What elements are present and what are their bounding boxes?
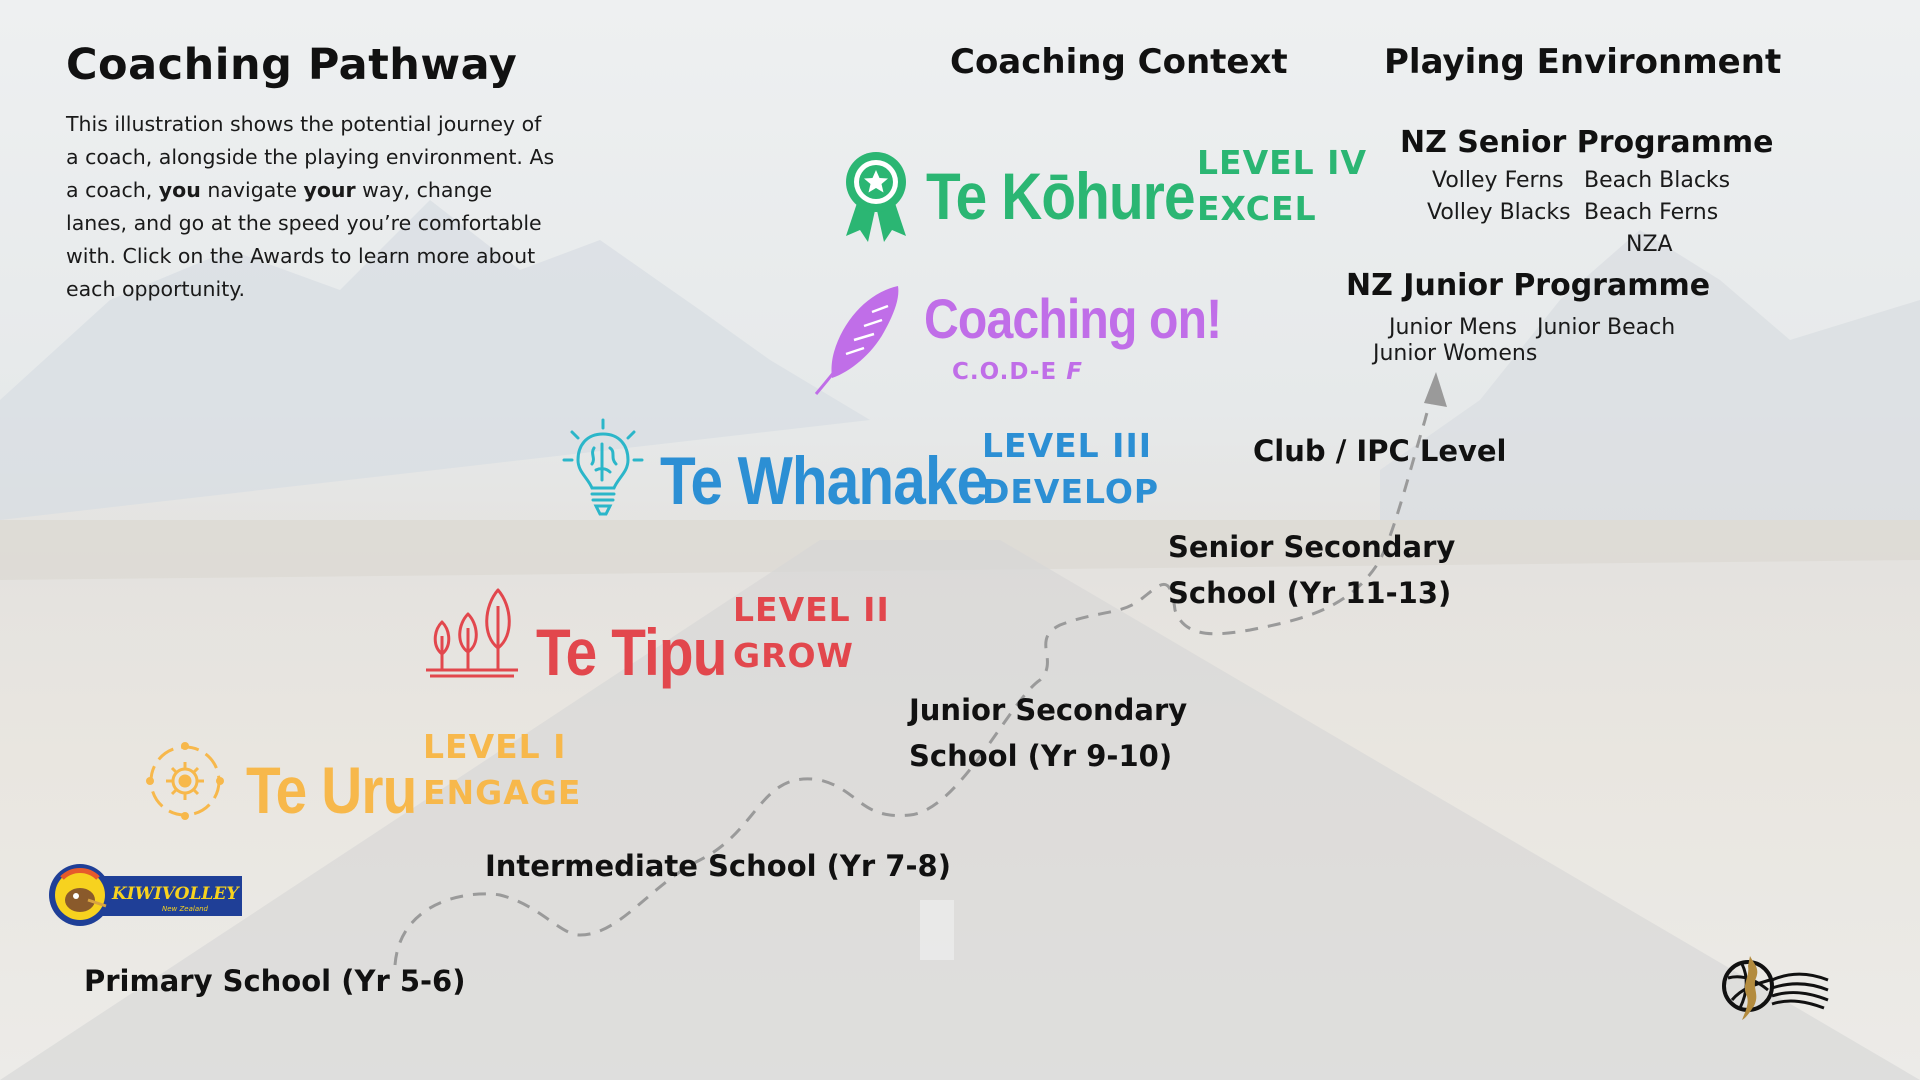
team-beach-blacks: Beach Blacks xyxy=(1584,168,1731,193)
level-label: LEVEL II xyxy=(733,590,890,629)
team-beach-ferns: Beach Ferns xyxy=(1584,200,1719,225)
award-te-kohure-level: LEVEL IV EXCEL xyxy=(1197,140,1367,232)
kiwivolley-logo-text: KIWIVOLLEY xyxy=(111,884,240,904)
award-te-tipu-level: LEVEL II GROW xyxy=(733,587,890,679)
award-coaching-on[interactable]: Coaching on! xyxy=(924,287,1222,350)
award-te-tipu[interactable]: Te Tipu xyxy=(536,615,727,689)
intro-text: navigate xyxy=(200,178,304,202)
gear-icon[interactable] xyxy=(144,740,226,822)
level-label: LEVEL IV xyxy=(1197,143,1367,182)
stage-line: Senior Secondary xyxy=(1168,530,1456,564)
intro-text: This illustration shows the potential jo… xyxy=(66,112,555,202)
playing-environment-heading: Playing Environment xyxy=(1384,42,1782,82)
kiwivolley-logo-sub: New Zealand xyxy=(162,905,209,913)
stage-line: School (Yr 9-10) xyxy=(909,739,1173,773)
nz-senior-programme-heading: NZ Senior Programme xyxy=(1400,125,1774,160)
team-volley-blacks: Volley Blacks xyxy=(1427,200,1571,225)
volleyball-nz-logo xyxy=(1722,956,1829,1020)
stage-intermediate-school: Intermediate School (Yr 7-8) xyxy=(485,849,951,883)
level-label: LEVEL I xyxy=(423,727,567,766)
stage-junior-secondary: Junior Secondary School (Yr 9-10) xyxy=(909,687,1187,779)
level-tag: DEVELOP xyxy=(982,472,1160,511)
award-te-uru[interactable]: Te Uru xyxy=(246,753,417,827)
intro-emphasis: your xyxy=(303,178,356,202)
award-te-whanake-level: LEVEL III DEVELOP xyxy=(982,423,1159,515)
kiwivolley-logo: KIWIVOLLEY New Zealand xyxy=(49,864,242,926)
award-te-kohure[interactable]: Te Kōhure xyxy=(926,159,1196,233)
intro-text: way, change lanes, and go at the speed y… xyxy=(66,178,542,301)
award-te-uru-level: LEVEL I ENGAGE xyxy=(423,724,581,816)
page-title: Coaching Pathway xyxy=(66,40,518,90)
team-volley-ferns: Volley Ferns xyxy=(1432,168,1564,193)
stage-senior-secondary: Senior Secondary School (Yr 11-13) xyxy=(1168,524,1455,616)
coaching-on-sub-text: C.O.D-E xyxy=(952,359,1058,385)
award-te-whanake[interactable]: Te Whanake xyxy=(660,443,989,519)
stage-club-ipc: Club / IPC Level xyxy=(1253,434,1507,468)
intro-emphasis: you xyxy=(158,178,201,202)
team-junior-mens: Junior Mens xyxy=(1389,315,1517,340)
team-junior-beach: Junior Beach xyxy=(1537,315,1676,340)
stage-line: Junior Secondary xyxy=(909,693,1188,727)
stage-primary-school: Primary School (Yr 5-6) xyxy=(84,964,466,998)
coaching-context-heading: Coaching Context xyxy=(950,42,1288,82)
lightbulb-brain-icon[interactable] xyxy=(562,418,644,518)
level-tag: GROW xyxy=(733,636,854,675)
coaching-on-sub-f: F xyxy=(1066,359,1083,385)
stage-line: School (Yr 11-13) xyxy=(1168,576,1452,610)
team-junior-womens: Junior Womens xyxy=(1373,341,1538,366)
coaching-on-subtitle: C.O.D-E F xyxy=(952,359,1083,385)
level-tag: EXCEL xyxy=(1197,189,1317,228)
level-tag: ENGAGE xyxy=(423,773,582,812)
trees-icon[interactable] xyxy=(424,586,520,678)
team-nza: NZA xyxy=(1626,232,1673,257)
feather-icon[interactable] xyxy=(810,282,910,398)
nz-junior-programme-heading: NZ Junior Programme xyxy=(1346,268,1711,303)
award-ribbon-icon[interactable] xyxy=(840,148,912,244)
level-label: LEVEL III xyxy=(982,426,1153,465)
intro-paragraph: This illustration shows the potential jo… xyxy=(66,108,556,306)
